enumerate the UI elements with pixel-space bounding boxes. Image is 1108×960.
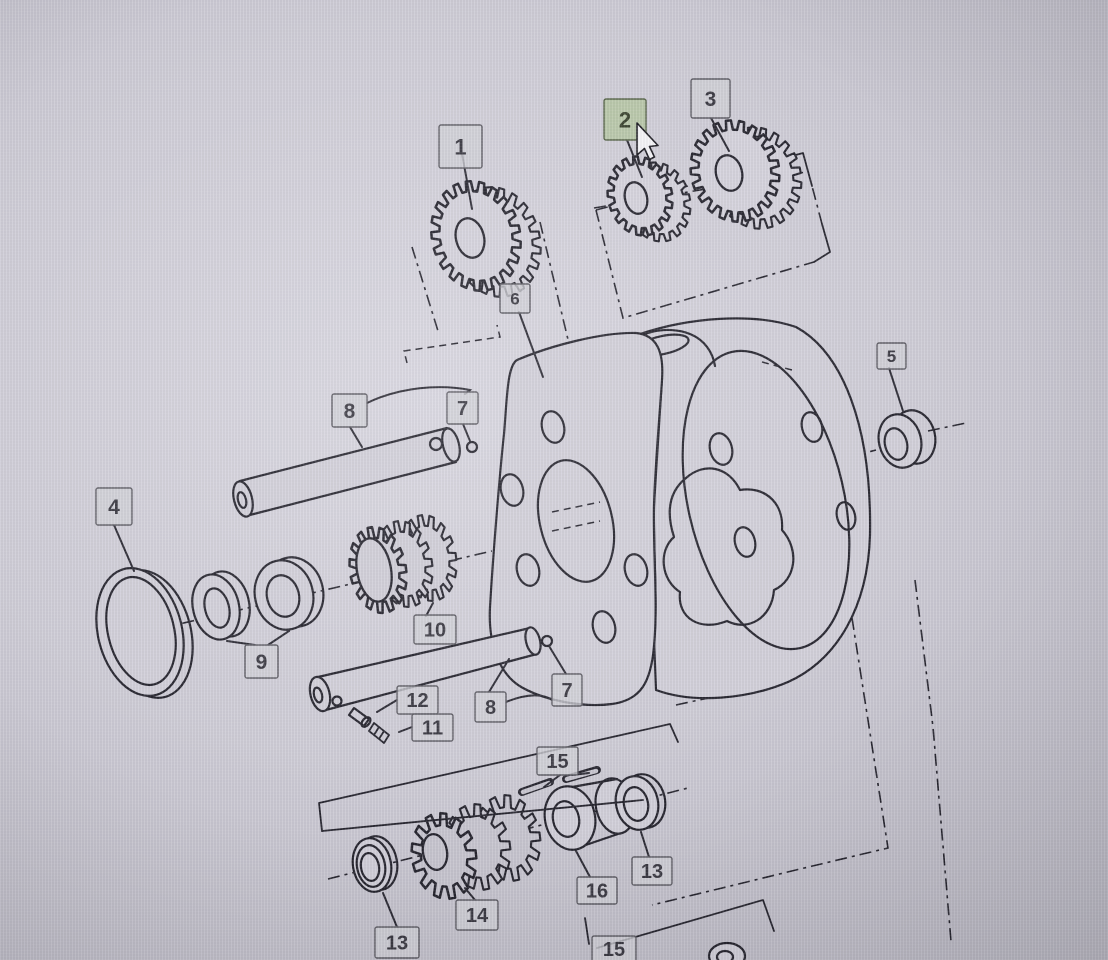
callout-10[interactable]: 10 (413, 614, 457, 645)
bearing-9a[interactable] (186, 566, 257, 644)
callout-2[interactable]: 2 (603, 98, 647, 141)
callout-label: 15 (603, 939, 625, 960)
callout-6[interactable]: 6 (499, 283, 531, 314)
spring-11[interactable] (368, 722, 390, 744)
callout-label: 1 (454, 134, 466, 159)
front-plate-bore (536, 459, 616, 583)
pin-7-lower[interactable] (540, 634, 554, 648)
callout-label: 10 (424, 620, 446, 642)
callout-8-upper[interactable]: 8 (331, 393, 368, 428)
callout-11[interactable]: 11 (411, 713, 454, 742)
snap-ring-4[interactable] (84, 559, 206, 707)
gear-14[interactable] (410, 794, 542, 901)
shaft-8-lower[interactable] (307, 626, 544, 714)
pin-7-upper[interactable] (465, 440, 479, 454)
detent-ball[interactable] (331, 695, 343, 707)
pump-housing[interactable] (488, 317, 876, 707)
callout-label: 5 (887, 347, 896, 366)
carrier-lobed-opening (662, 467, 795, 626)
callout-label: 9 (256, 651, 268, 674)
callout-label: 7 (457, 398, 468, 420)
callout-7-upper[interactable]: 7 (446, 391, 479, 425)
callout-label: 16 (586, 881, 608, 903)
callout-16[interactable]: 16 (576, 876, 618, 905)
callout-label: 12 (406, 690, 428, 712)
callout-label: 3 (705, 88, 717, 111)
callout-15-upper[interactable]: 15 (536, 746, 579, 776)
shaft-8-upper[interactable] (230, 426, 463, 519)
ring-13-right[interactable] (611, 770, 670, 834)
detent-plunger-12[interactable] (347, 706, 372, 728)
callout-label: 13 (386, 933, 408, 955)
callout-label: 8 (485, 697, 496, 719)
callout-5[interactable]: 5 (876, 342, 907, 370)
callout-1[interactable]: 1 (438, 124, 483, 169)
callout-7-lower[interactable]: 7 (551, 673, 583, 707)
callout-3[interactable]: 3 (690, 78, 731, 119)
gear-10[interactable] (348, 514, 458, 615)
callout-13-left[interactable]: 13 (374, 926, 420, 959)
callout-label: 7 (561, 680, 572, 702)
gear-2[interactable] (606, 155, 692, 243)
bearing-9b[interactable] (247, 551, 330, 636)
bracket-lines (318, 723, 775, 949)
leader-lines (113, 117, 904, 928)
washer-bottom-edge[interactable] (707, 941, 747, 960)
carrier-rim (681, 349, 851, 651)
arrow-cursor-icon (636, 122, 659, 161)
callout-13-right[interactable]: 13 (631, 856, 673, 886)
gears-layer (348, 119, 803, 901)
callout-9[interactable]: 9 (244, 644, 279, 679)
gear-3[interactable] (689, 119, 803, 230)
callout-4[interactable]: 4 (95, 487, 133, 526)
callout-label: 15 (546, 751, 568, 773)
callout-label: 14 (466, 905, 489, 927)
callout-label: 2 (619, 107, 631, 132)
callout-label: 4 (108, 496, 120, 519)
callout-12[interactable]: 12 (396, 685, 439, 715)
bushing-5[interactable] (873, 406, 941, 473)
gear-1[interactable] (430, 179, 542, 298)
callout-label: 13 (641, 861, 663, 883)
callout-label: 8 (344, 400, 356, 423)
callout-8-lower[interactable]: 8 (474, 691, 507, 723)
front-plate (488, 331, 664, 707)
callout-15-lower[interactable]: 15 (591, 935, 637, 960)
seal-13-left[interactable] (349, 833, 402, 895)
callout-14[interactable]: 14 (455, 899, 499, 931)
callout-label: 11 (422, 718, 443, 740)
callout-label: 6 (510, 290, 519, 309)
